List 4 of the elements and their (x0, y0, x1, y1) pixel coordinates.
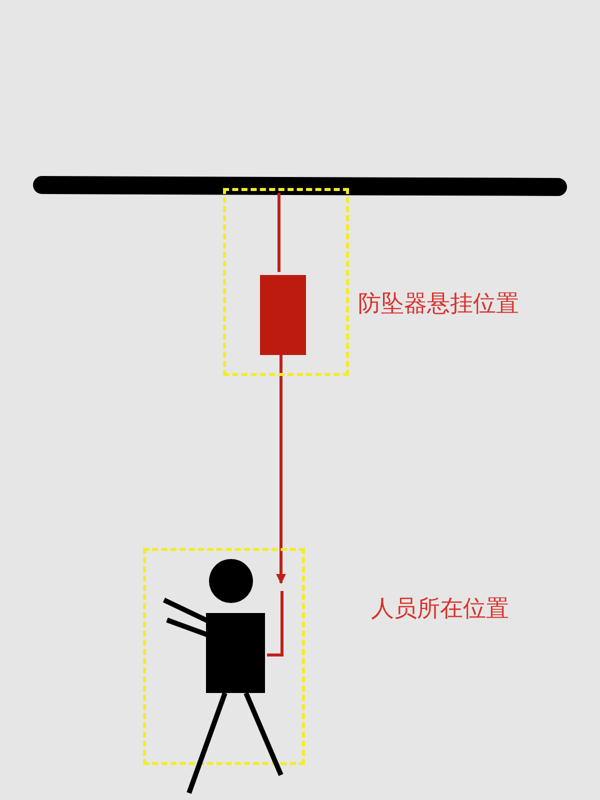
position-label: 人员所在位置 (371, 596, 509, 624)
person-drawing (161, 558, 285, 795)
position-label: 防坠器悬挂位置 (358, 291, 519, 319)
fall-arrester-block (260, 275, 306, 355)
